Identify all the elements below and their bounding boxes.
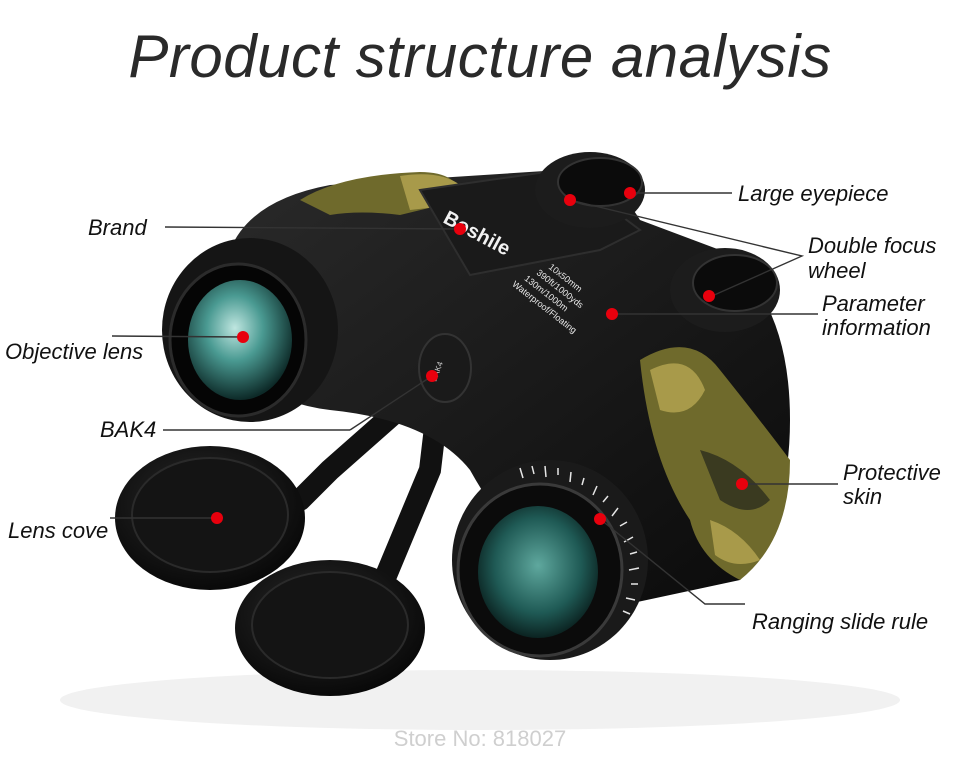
marker-large-eyepiece [624, 187, 636, 199]
label-lens-cover: Lens cove [8, 518, 109, 543]
marker-double-focus-left [564, 194, 576, 206]
label-parameter-information-2: information [822, 315, 931, 340]
bak4-focus-knob: BAK4 [418, 333, 472, 403]
objective-lens [162, 238, 338, 422]
marker-bak4 [426, 370, 438, 382]
label-protective-skin-2: skin [843, 484, 883, 509]
label-objective-lens: Objective lens [5, 339, 144, 364]
ranging-slide-rule [519, 465, 640, 615]
label-large-eyepiece: Large eyepiece [738, 181, 889, 206]
marker-ranging-rule [594, 513, 606, 525]
label-double-focus-wheel-1: Double focus [808, 233, 937, 258]
marker-protective-skin [736, 478, 748, 490]
marker-parameter [606, 308, 618, 320]
label-parameter-information-1: Parameter [822, 291, 925, 316]
objective-lens-right [452, 460, 648, 660]
lens-cover-second [235, 560, 425, 696]
large-eyepiece [535, 152, 645, 228]
store-watermark: Store No: 818027 [393, 726, 567, 751]
label-ranging-slide-rule: Ranging slide rule [752, 609, 929, 634]
page-title: Product structure analysis [128, 23, 832, 90]
marker-double-focus-right [703, 290, 715, 302]
binocular-body [220, 168, 790, 610]
label-double-focus-wheel-2: wheel [808, 258, 866, 283]
marker-brand [454, 223, 466, 235]
marker-objective-lens [237, 331, 249, 343]
marker-lens-cover [211, 512, 223, 524]
label-protective-skin-1: Protective [843, 460, 941, 485]
markers [211, 187, 748, 525]
leader-lines [110, 192, 838, 605]
label-brand: Brand [88, 215, 147, 240]
label-bak4: BAK4 [100, 417, 157, 442]
